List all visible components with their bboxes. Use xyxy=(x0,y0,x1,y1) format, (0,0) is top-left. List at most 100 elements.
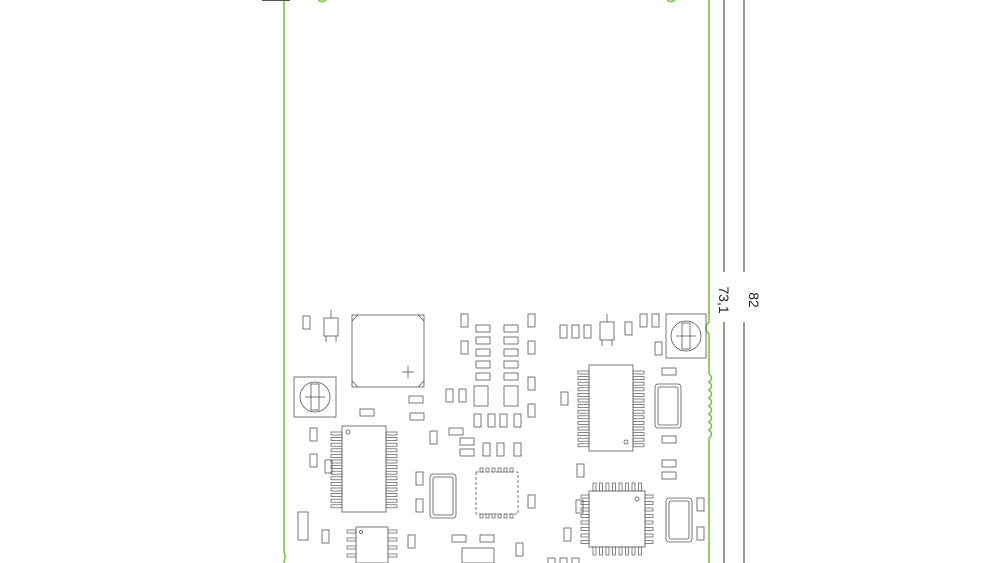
ic-pin xyxy=(644,514,654,518)
ic-pin xyxy=(385,482,398,486)
smd-resistor-icon xyxy=(408,395,424,404)
ic-pin xyxy=(632,409,645,414)
smd-capacitor-icon xyxy=(576,463,585,478)
ic-pin xyxy=(330,459,343,464)
smd-resistor-icon xyxy=(451,534,467,543)
ic-pin xyxy=(580,527,590,531)
ic-pin xyxy=(625,482,629,492)
ic-pin xyxy=(385,470,398,475)
smd-resistor-icon xyxy=(359,408,375,417)
ic-pin xyxy=(330,493,343,497)
ic-pin xyxy=(330,431,343,436)
ic-pin xyxy=(632,370,645,375)
ic-pin xyxy=(491,513,496,519)
ic-pin xyxy=(580,540,590,544)
dimension-lines xyxy=(723,0,745,563)
smd-resistor-icon xyxy=(479,534,495,543)
ic-pin xyxy=(580,507,590,512)
ic-pin xyxy=(625,546,629,556)
ic-pin xyxy=(346,537,357,542)
ic-pin xyxy=(385,487,398,492)
ic-pin xyxy=(330,504,343,509)
ic-pin xyxy=(346,529,357,534)
smd-capacitor-icon xyxy=(473,413,482,428)
qfn-ic-icon xyxy=(475,471,519,515)
ic-pin xyxy=(509,467,514,473)
smd-resistor-icon xyxy=(459,437,475,446)
ic-pin xyxy=(387,529,398,534)
sot23-transistor-icon xyxy=(323,310,339,342)
crystal-icon xyxy=(429,473,457,519)
ic-pin xyxy=(497,467,502,473)
ic-pin xyxy=(330,482,343,486)
ic-pin xyxy=(612,482,616,492)
ic-pins xyxy=(330,370,654,558)
ic-pin xyxy=(485,467,490,473)
dimension-label-inner: 73,1 xyxy=(716,286,732,313)
ic-pin xyxy=(330,442,343,447)
smd-capacitor-icon xyxy=(563,527,572,542)
ic-pin xyxy=(577,370,590,375)
smd-capacitor-icon xyxy=(415,471,424,486)
ic-pin xyxy=(330,437,343,441)
smd-capacitor-icon xyxy=(651,313,660,328)
ic-pin xyxy=(503,513,508,519)
ic-pin xyxy=(577,404,590,408)
ic-pin xyxy=(618,482,623,492)
ic-pin xyxy=(385,498,398,503)
smd-capacitor-icon xyxy=(415,498,424,513)
ic-pin xyxy=(632,432,645,436)
soic-ic-icon xyxy=(461,547,495,563)
ic-pin xyxy=(330,448,343,453)
smd-capacitor-icon xyxy=(445,388,454,403)
ic-pin xyxy=(387,553,398,558)
smd-capacitor-icon xyxy=(482,442,491,457)
smd-capacitor-icon xyxy=(324,459,333,474)
smd-capacitor-icon xyxy=(547,557,556,563)
ic-pin xyxy=(605,546,610,556)
ic-pin xyxy=(330,454,343,458)
smd-resistor-icon xyxy=(661,435,677,444)
ic-pin xyxy=(385,465,398,469)
ic-pin xyxy=(632,387,645,392)
sot23-transistor-icon xyxy=(473,385,489,407)
smd-capacitor-icon xyxy=(639,313,648,328)
smd-resistor-icon xyxy=(409,412,425,421)
smd-passives xyxy=(297,313,705,563)
ic-pin xyxy=(644,527,654,531)
ic-pin xyxy=(385,459,398,464)
smd-capacitor-icon xyxy=(571,557,580,563)
ic-pin xyxy=(605,482,610,492)
smd-capacitor-icon xyxy=(309,427,318,442)
ic-pin xyxy=(592,482,597,492)
smd-capacitor-icon xyxy=(575,499,584,514)
ic-pin xyxy=(644,533,654,538)
ic-pin xyxy=(577,387,590,392)
ic-pin xyxy=(618,546,623,556)
smd-capacitor-icon xyxy=(297,511,309,541)
ic-pin xyxy=(580,494,590,499)
ic-pin xyxy=(577,426,590,431)
soic-ic-icon xyxy=(355,526,389,563)
smd-capacitor-icon xyxy=(654,341,663,356)
smd-resistor-icon xyxy=(503,336,519,345)
ic-pin xyxy=(330,487,343,492)
smd-capacitor-icon xyxy=(696,497,705,512)
smd-capacitor-icon xyxy=(499,413,508,428)
ic-pin xyxy=(577,437,590,442)
ic-pin xyxy=(638,482,642,492)
ic-pin xyxy=(346,545,357,550)
smd-capacitor-icon xyxy=(458,388,467,403)
ic-pin xyxy=(577,443,590,448)
soic-ic-icon xyxy=(341,425,387,513)
smd-resistor-icon xyxy=(503,348,519,357)
ic-pin xyxy=(632,437,645,442)
buzzer-icon xyxy=(351,314,425,388)
smd-capacitor-icon xyxy=(571,324,580,339)
ic-pin xyxy=(599,482,603,492)
ic-pin xyxy=(577,376,590,380)
sot23-transistor-icon xyxy=(503,385,519,407)
ic-pin xyxy=(632,404,645,408)
ic-pin xyxy=(644,507,654,512)
ic-pin xyxy=(580,520,590,525)
